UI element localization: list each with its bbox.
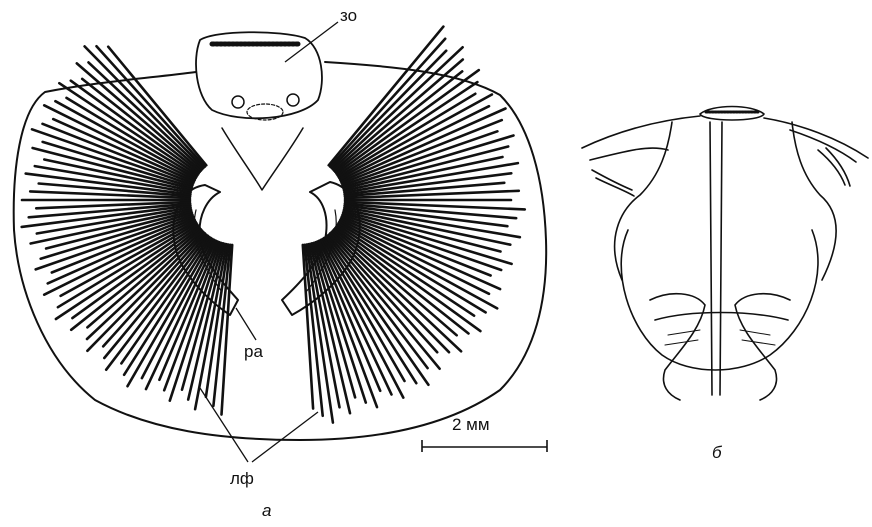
panel-b-right-wing — [764, 118, 868, 158]
tentacles-left — [22, 46, 233, 414]
panel-b-lower-right — [735, 294, 790, 400]
panel-b-right-bundle-2 — [826, 148, 850, 186]
central-column — [222, 128, 303, 190]
panel-b-left-wing-lower — [590, 148, 668, 160]
panel-b-left-bundle — [592, 170, 632, 190]
inner-organ-left — [232, 96, 244, 108]
panel-b-neck-left — [615, 122, 672, 280]
tentacle-right — [334, 60, 463, 171]
leader-ra — [236, 308, 256, 340]
panel-b-left-wing — [582, 116, 700, 148]
panel-label-a: а — [262, 502, 271, 519]
scale-bar-label: 2 мм — [452, 416, 490, 433]
label-lf: лф — [230, 470, 254, 487]
label-ra: ра — [244, 343, 263, 360]
panel-b-lower-arch — [655, 313, 788, 321]
panel-label-b: б — [712, 444, 722, 461]
leader-lf-left — [200, 388, 248, 462]
scale-bar — [422, 440, 547, 452]
inner-organ-right — [287, 94, 299, 106]
panel-b-drawing — [582, 107, 868, 401]
panel-b-rod-right — [720, 122, 722, 395]
label-zo: зо — [340, 7, 357, 24]
panel-b-left-bundle-2 — [596, 178, 634, 196]
panel-b-rod-left — [710, 122, 712, 395]
leader-lf-right — [252, 412, 318, 462]
panel-b-lower-left — [650, 294, 705, 400]
